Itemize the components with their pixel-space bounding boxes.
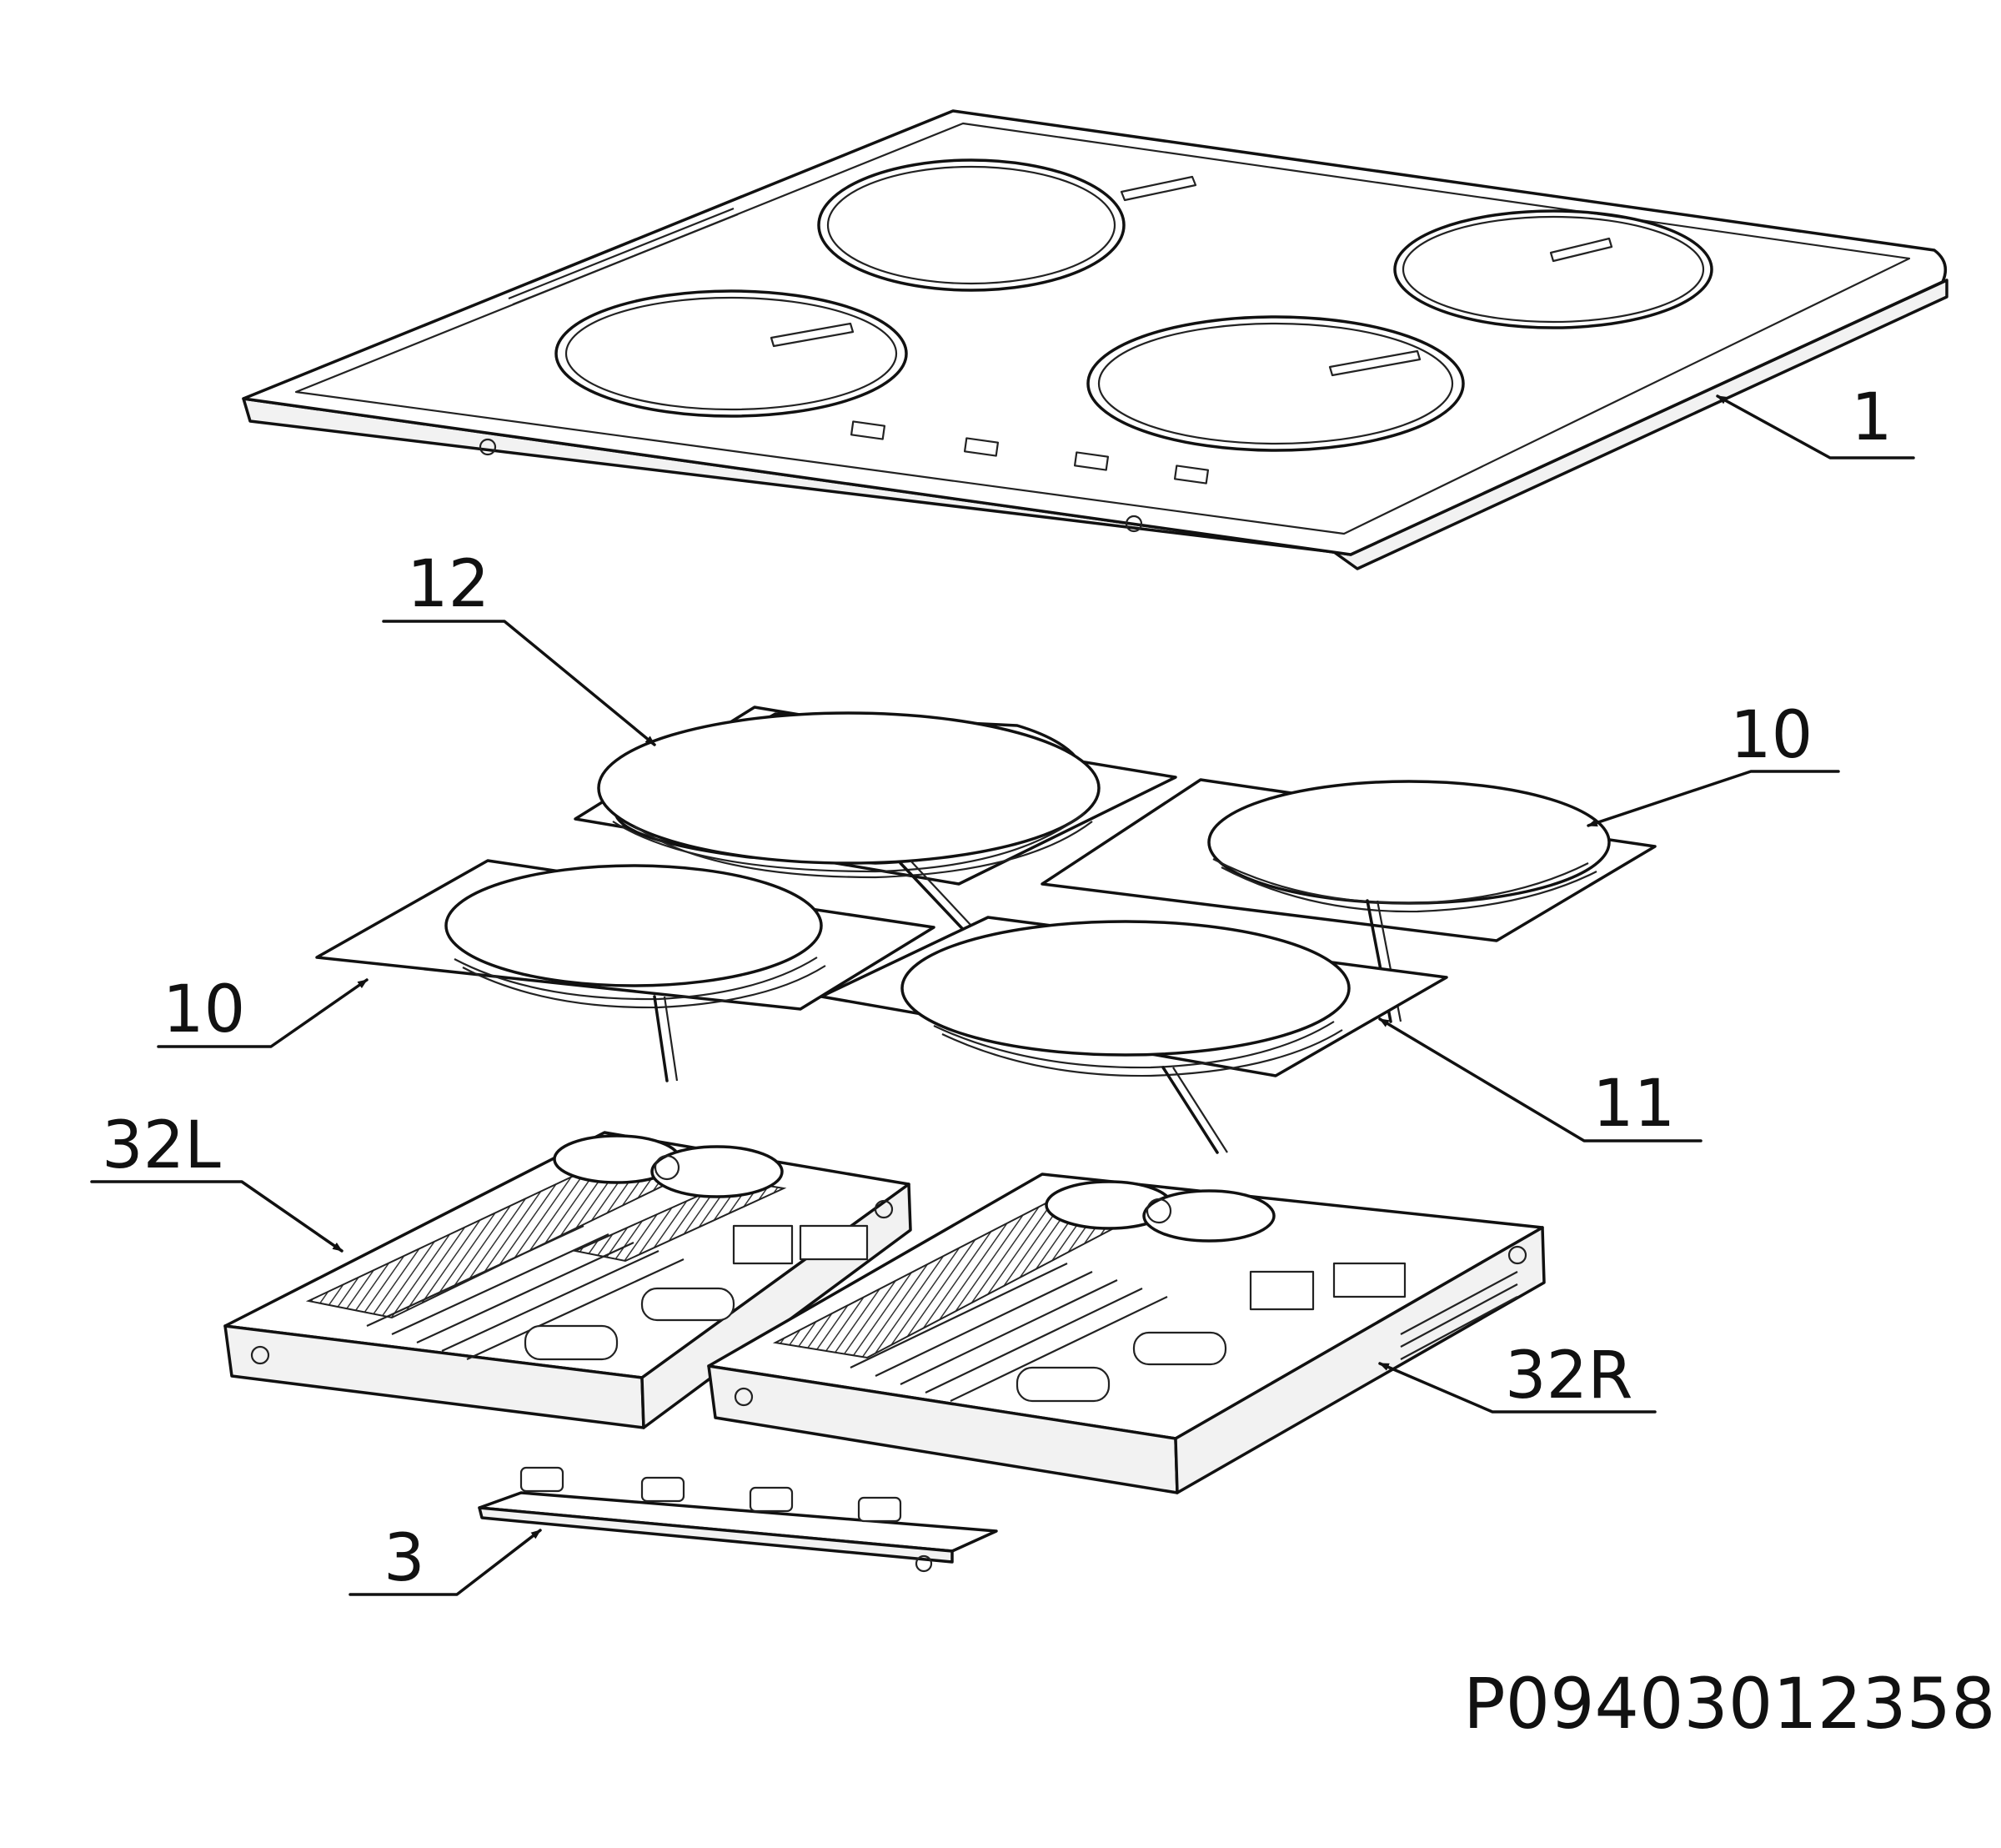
leader-lines bbox=[90, 394, 1915, 1596]
leader-11 bbox=[1378, 1017, 1703, 1142]
leader-1 bbox=[1716, 394, 1915, 459]
leader-3 bbox=[349, 1529, 542, 1596]
part-11-coil-front-right bbox=[820, 916, 1448, 1154]
callout-3: 3 bbox=[384, 1521, 425, 1596]
callout-32L: 32L bbox=[102, 1108, 221, 1183]
cooking-zone-rear-right bbox=[1393, 209, 1713, 329]
drawing-code: P09403012358 bbox=[1463, 1663, 1996, 1745]
callout-12: 12 bbox=[407, 547, 489, 622]
cooking-zone-rear-left bbox=[817, 158, 1126, 292]
leader-10-left bbox=[157, 978, 369, 1048]
part-12-large-coil bbox=[574, 706, 1177, 971]
callout-10-left: 10 bbox=[163, 972, 245, 1047]
callout-10-right: 10 bbox=[1730, 698, 1813, 773]
leader-32R bbox=[1378, 1362, 1657, 1414]
part-32R-power-module-right bbox=[707, 1173, 1546, 1494]
callout-1: 1 bbox=[1851, 380, 1893, 455]
callout-32R: 32R bbox=[1505, 1338, 1632, 1414]
cooking-zone-front-right bbox=[1086, 315, 1465, 452]
leader-12 bbox=[382, 620, 656, 746]
callout-11: 11 bbox=[1592, 1067, 1675, 1142]
leader-10-right bbox=[1587, 770, 1840, 827]
part-1-glass-top bbox=[242, 109, 1948, 570]
leader-32L bbox=[90, 1180, 344, 1253]
part-10-coil-left bbox=[315, 859, 935, 1082]
part-3-control-board bbox=[478, 1466, 998, 1573]
cooking-zone-front-left bbox=[554, 289, 908, 418]
